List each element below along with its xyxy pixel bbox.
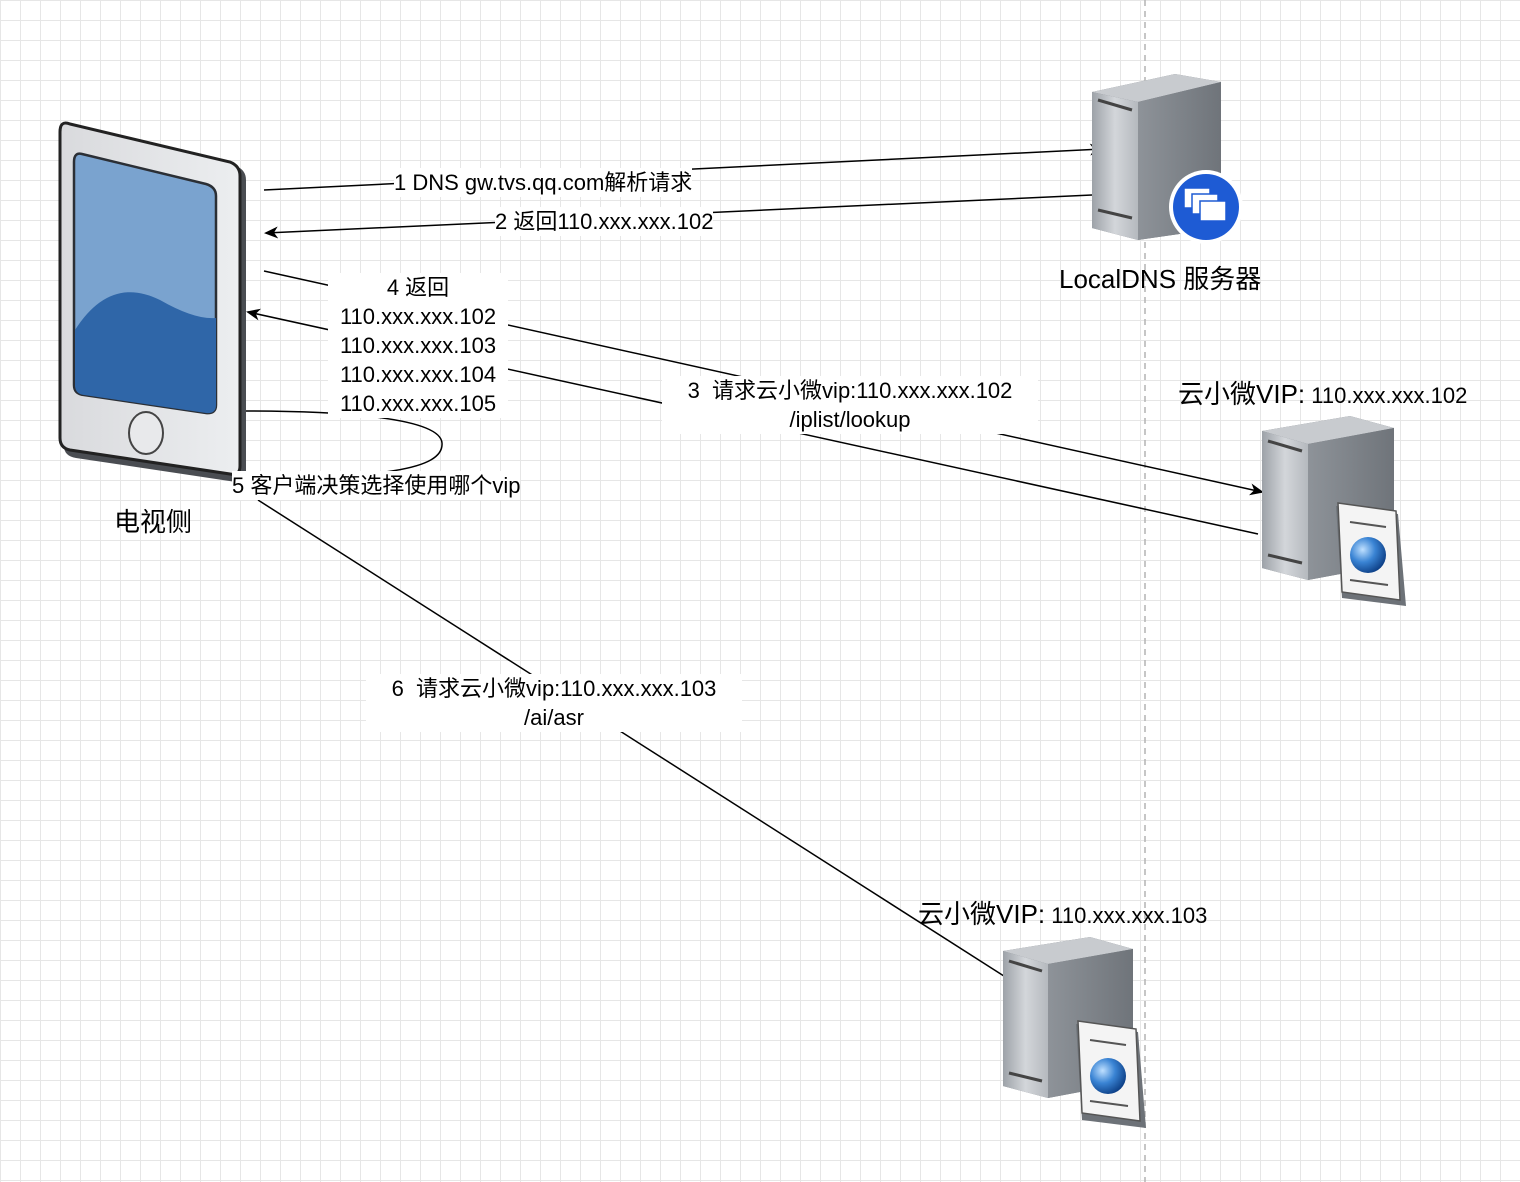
edge-step1-label: 1 DNS gw.tvs.qq.com解析请求: [394, 168, 693, 197]
edge-step3-label: 3 请求云小微vip:110.xxx.xxx.102 /iplist/looku…: [662, 376, 1038, 434]
vip2-label-ip: 110.xxx.xxx.103: [1045, 903, 1208, 928]
tv-side-label: 电视侧: [114, 507, 193, 537]
web-server-icon: [1262, 416, 1406, 606]
localdns-label: LocalDNS 服务器: [1059, 264, 1262, 294]
vip2-label: 云小微VIP: 110.xxx.xxx.103: [918, 894, 1207, 931]
vip2-label-main: 云小微VIP:: [918, 899, 1046, 929]
edge-step5-label: 5 客户端决策选择使用哪个vip: [232, 471, 521, 500]
vip1-label-ip: 110.xxx.xxx.102: [1305, 383, 1468, 408]
edge-step5-loop: [239, 410, 443, 479]
vip1-label-main: 云小微VIP:: [1178, 379, 1306, 409]
vip1-label: 云小微VIP: 110.xxx.xxx.102: [1178, 374, 1467, 411]
dns-server-icon: [1092, 74, 1243, 244]
edge-step2-label: 2 返回110.xxx.xxx.102: [495, 207, 714, 236]
edge-step6-line: [257, 499, 1019, 986]
web-server-icon: [1003, 937, 1146, 1128]
tablet-icon: [58, 121, 246, 482]
edge-step6-label: 6 请求云小微vip:110.xxx.xxx.103 /ai/asr: [366, 674, 742, 732]
edge-step4-label: 4 返回 110.xxx.xxx.102 110.xxx.xxx.103 110…: [328, 273, 508, 418]
